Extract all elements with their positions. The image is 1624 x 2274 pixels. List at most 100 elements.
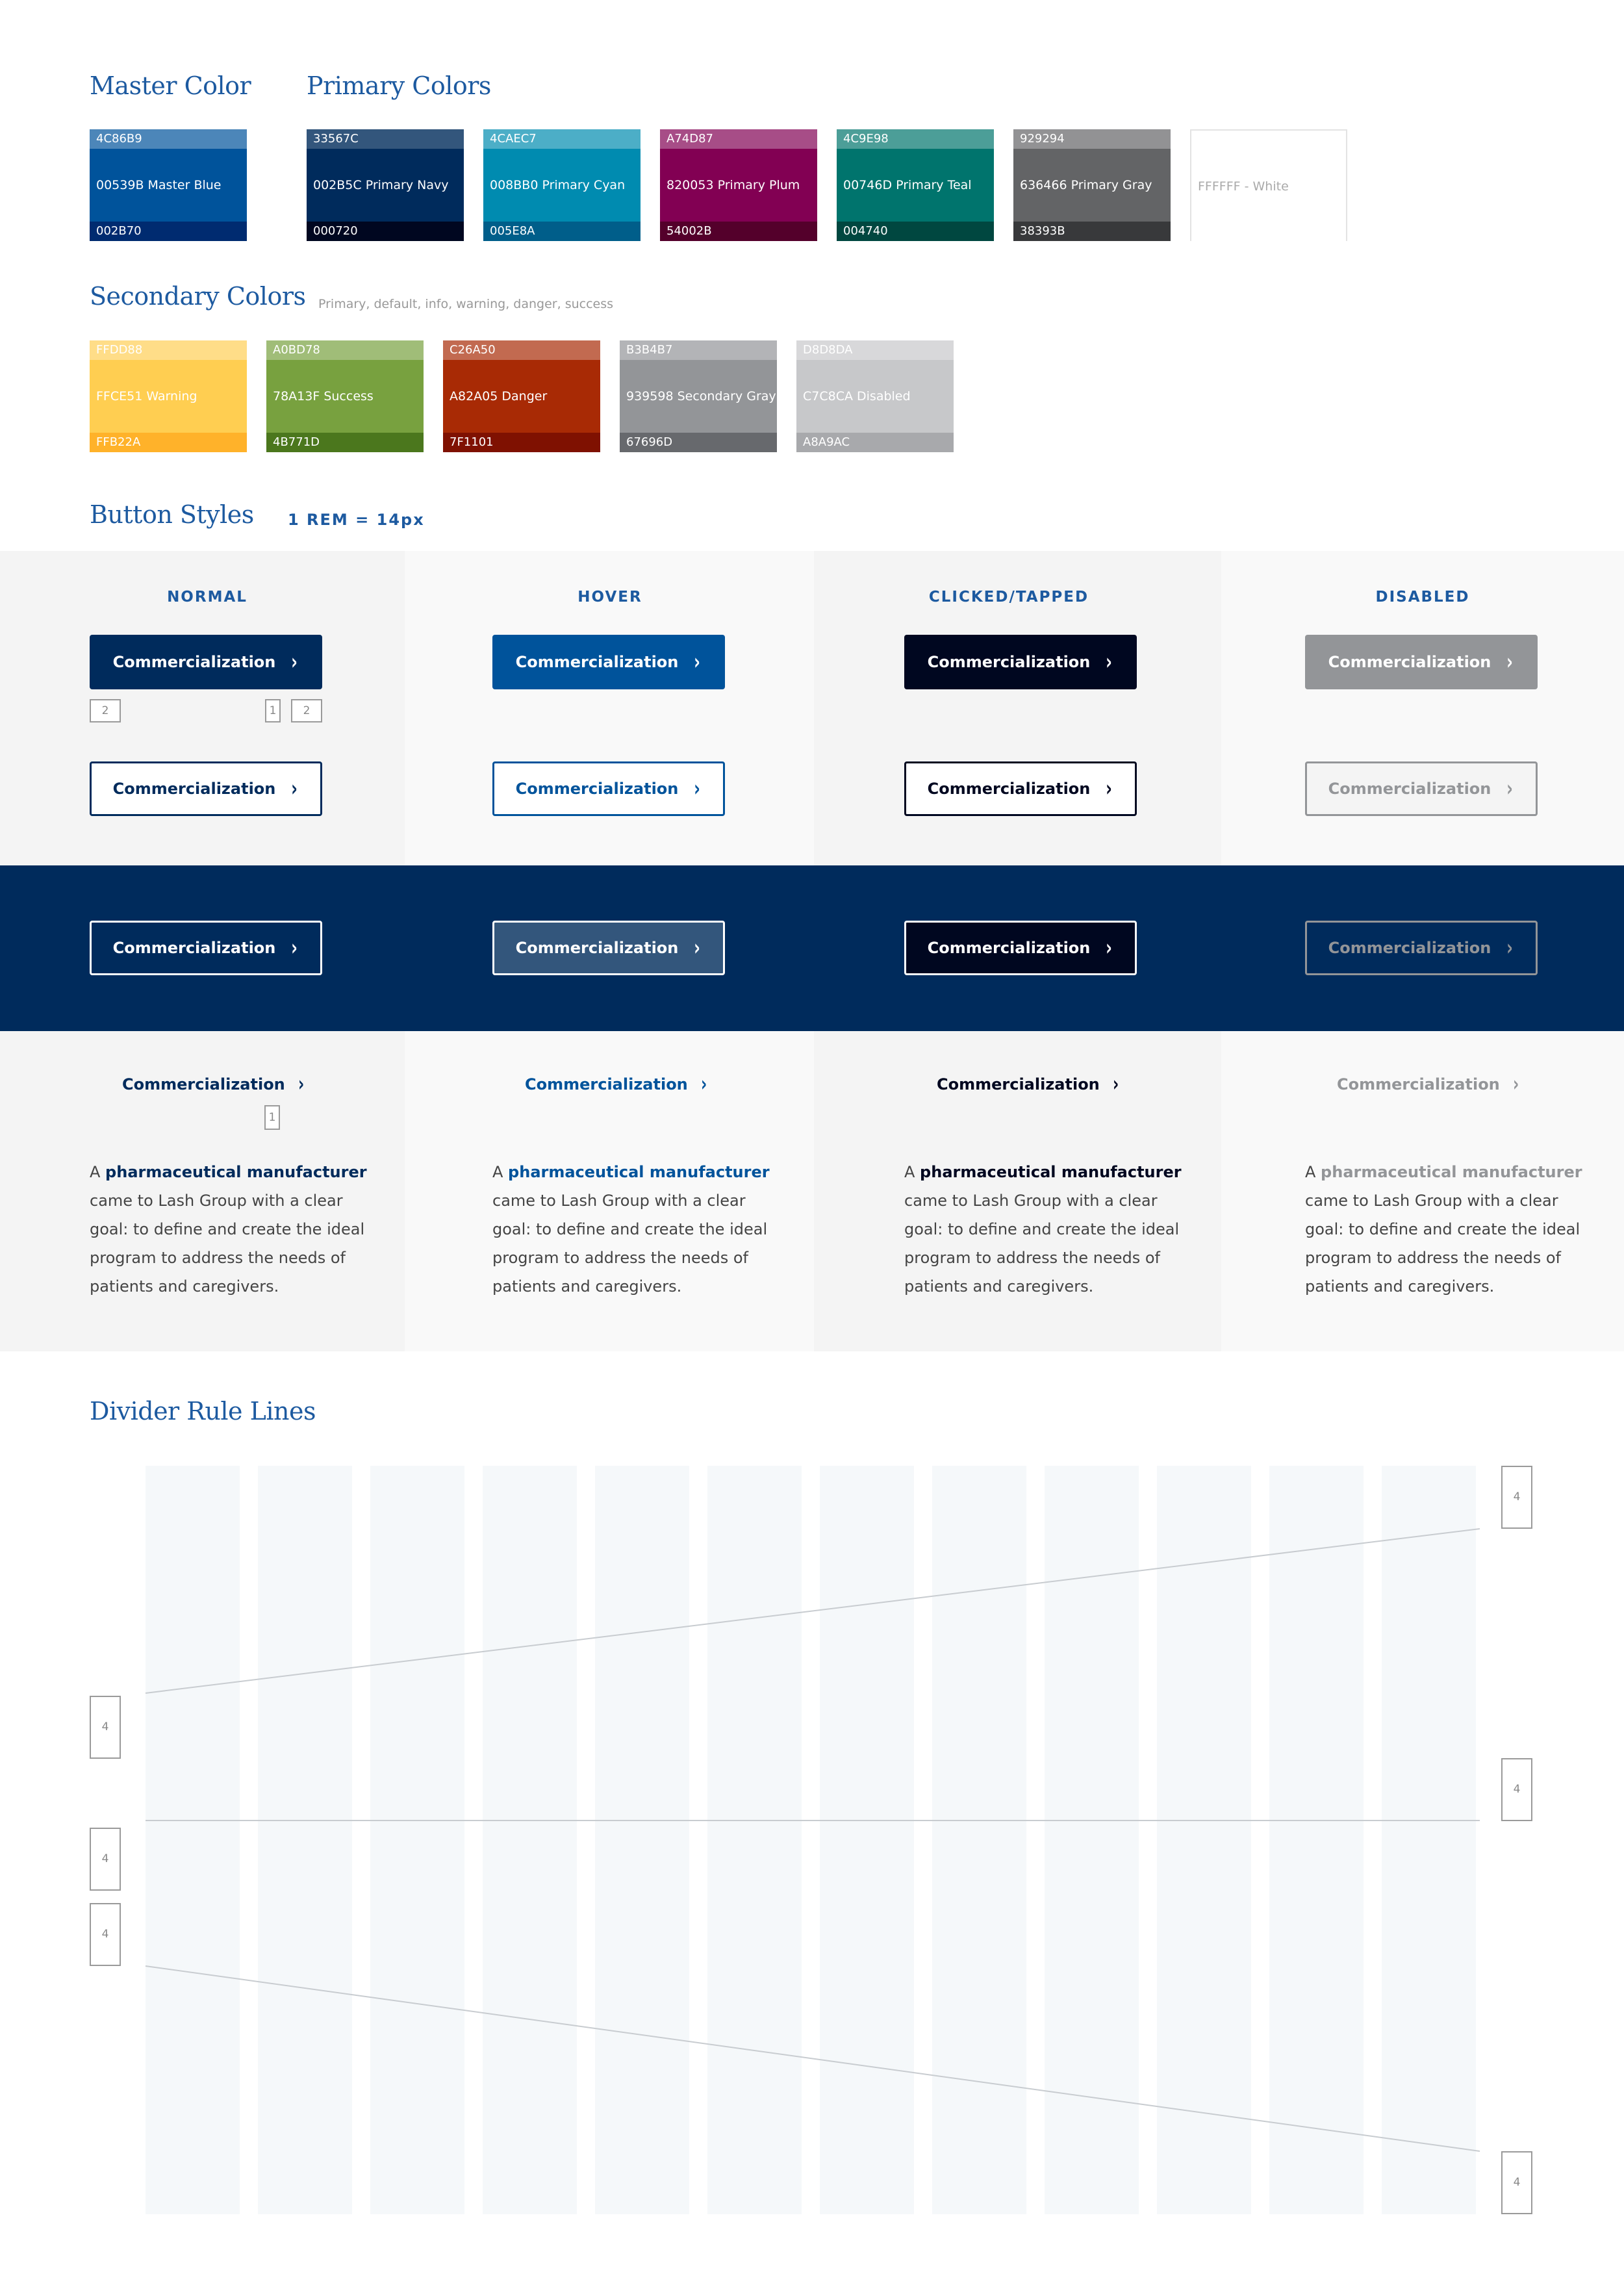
swatch-mid-label: A82A05 Danger — [443, 360, 600, 433]
swatch-top-label: 4CAEC7 — [483, 129, 641, 149]
swatch-top-label — [1191, 131, 1346, 150]
solid-button-disabled: Commercialization› — [1305, 635, 1538, 689]
col-label-clicked: CLICKED/TAPPED — [928, 589, 1089, 606]
swatch-bot-label: 4B771D — [266, 433, 424, 452]
swatch-top-label: D8D8DA — [796, 340, 954, 360]
paragraph-normal: A pharmaceutical manufacturer came to La… — [90, 1163, 367, 1296]
swatch-bot-label: A8A9AC — [796, 433, 954, 452]
paragraph-disabled: A pharmaceutical manufacturer came to La… — [1305, 1163, 1582, 1296]
swatch-mid-label: FFCE51 Warning — [90, 360, 247, 433]
swatch-top-label: 4C9E98 — [837, 129, 994, 149]
swatch-top-label: A74D87 — [660, 129, 817, 149]
swatch-mid-label: 008BB0 Primary Cyan — [483, 149, 641, 222]
grid-column — [820, 1466, 914, 2214]
inline-link-normal[interactable]: pharmaceutical manufacturer — [105, 1163, 367, 1181]
paragraph-hover: A pharmaceutical manufacturer came to La… — [492, 1163, 770, 1296]
grid-column — [1382, 1466, 1476, 2214]
divider-dim-right-2: 4 — [1501, 1758, 1532, 1821]
col-label-hover: HOVER — [577, 589, 642, 606]
primary-colors-title: Primary Colors — [307, 71, 491, 100]
secondary-colors-title: Secondary Colors — [90, 282, 306, 311]
text-link-clicked[interactable]: Commercialization› — [937, 1071, 1119, 1096]
inverse-button-hover[interactable]: Commercialization› — [492, 921, 725, 975]
swatch-mid-label: 00746D Primary Teal — [837, 149, 994, 222]
divider-dim-right-1: 4 — [1501, 1466, 1532, 1529]
grid-column — [595, 1466, 689, 2214]
swatch-bot-label: 67696D — [620, 433, 777, 452]
solid-button-hover[interactable]: Commercialization› — [492, 635, 725, 689]
swatch-top-label: A0BD78 — [266, 340, 424, 360]
padding-dim-right-a: 1 — [265, 699, 281, 722]
swatch-mid-label: 78A13F Success — [266, 360, 424, 433]
swatch-bot-label: 002B70 — [90, 222, 247, 241]
text-link-disabled: Commercialization› — [1337, 1071, 1519, 1096]
inline-link-hover[interactable]: pharmaceutical manufacturer — [508, 1163, 770, 1181]
inline-link-clicked[interactable]: pharmaceutical manufacturer — [920, 1163, 1182, 1181]
grid-column — [707, 1466, 802, 2214]
master-color-title: Master Color — [90, 71, 251, 100]
panel-normal-bg-2 — [0, 1031, 405, 1351]
inline-link-disabled: pharmaceutical manufacturer — [1321, 1163, 1582, 1181]
swatch-bot-label: 54002B — [660, 222, 817, 241]
col-label-normal: NORMAL — [167, 589, 247, 606]
swatch-bot-label: 38393B — [1013, 222, 1171, 241]
button-styles-title: Button Styles — [90, 500, 254, 529]
grid-column — [1157, 1466, 1251, 2214]
divider-dim-left-2: 4 — [90, 1828, 121, 1891]
swatch-top-label: 33567C — [307, 129, 464, 149]
grid-column — [370, 1466, 464, 2214]
inverse-button-disabled: Commercialization› — [1305, 921, 1538, 975]
text-link-hover[interactable]: Commercialization› — [525, 1071, 707, 1096]
swatch-mid-label: 002B5C Primary Navy — [307, 149, 464, 222]
padding-dim-left: 2 — [90, 699, 121, 722]
divider-line-descending — [145, 1965, 1480, 2152]
swatch-bot-label — [1191, 223, 1346, 242]
swatch-top-label: 4C86B9 — [90, 129, 247, 149]
outline-button-hover[interactable]: Commercialization› — [492, 761, 725, 816]
panel-clicked-bg-2 — [814, 1031, 1221, 1351]
swatch-mid-label: C7C8CA Disabled — [796, 360, 954, 433]
swatch-bot-label: 000720 — [307, 222, 464, 241]
inverse-button-clicked[interactable]: Commercialization› — [904, 921, 1137, 975]
inverse-button-normal[interactable]: Commercialization› — [90, 921, 322, 975]
swatch-mid-label: 636466 Primary Gray — [1013, 149, 1171, 222]
grid-column — [1269, 1466, 1364, 2214]
swatch-top-label: FFDD88 — [90, 340, 247, 360]
swatch-top-label: 929294 — [1013, 129, 1171, 149]
swatch-mid-label: 820053 Primary Plum — [660, 149, 817, 222]
swatch-mid-label: FFFFFF - White — [1191, 150, 1346, 223]
rem-note: 1 REM = 14px — [288, 511, 425, 529]
outline-button-clicked[interactable]: Commercialization› — [904, 761, 1137, 816]
text-link-normal[interactable]: Commercialization› — [122, 1071, 304, 1096]
swatch-mid-label: 939598 Secondary Gray — [620, 360, 777, 433]
divider-dim-left-1: 4 — [90, 1696, 121, 1759]
primary-swatch: FFFFFF - White — [1190, 129, 1347, 242]
divider-line-ascending — [145, 1528, 1480, 1694]
link-spacing-dim: 1 — [264, 1105, 280, 1130]
swatch-mid-label: 00539B Master Blue — [90, 149, 247, 222]
secondary-colors-note: Primary, default, info, warning, danger,… — [318, 297, 614, 311]
solid-button-clicked[interactable]: Commercialization› — [904, 635, 1137, 689]
solid-button-normal[interactable]: Commercialization› — [90, 635, 322, 689]
panel-disabled-bg-2 — [1221, 1031, 1624, 1351]
swatch-top-label: C26A50 — [443, 340, 600, 360]
grid-column — [146, 1466, 240, 2214]
swatch-bot-label: 004740 — [837, 222, 994, 241]
grid-column — [258, 1466, 352, 2214]
swatch-top-label: B3B4B7 — [620, 340, 777, 360]
outline-button-normal[interactable]: Commercialization› — [90, 761, 322, 816]
grid-column — [483, 1466, 577, 2214]
swatch-bot-label: 005E8A — [483, 222, 641, 241]
outline-button-disabled: Commercialization› — [1305, 761, 1538, 816]
